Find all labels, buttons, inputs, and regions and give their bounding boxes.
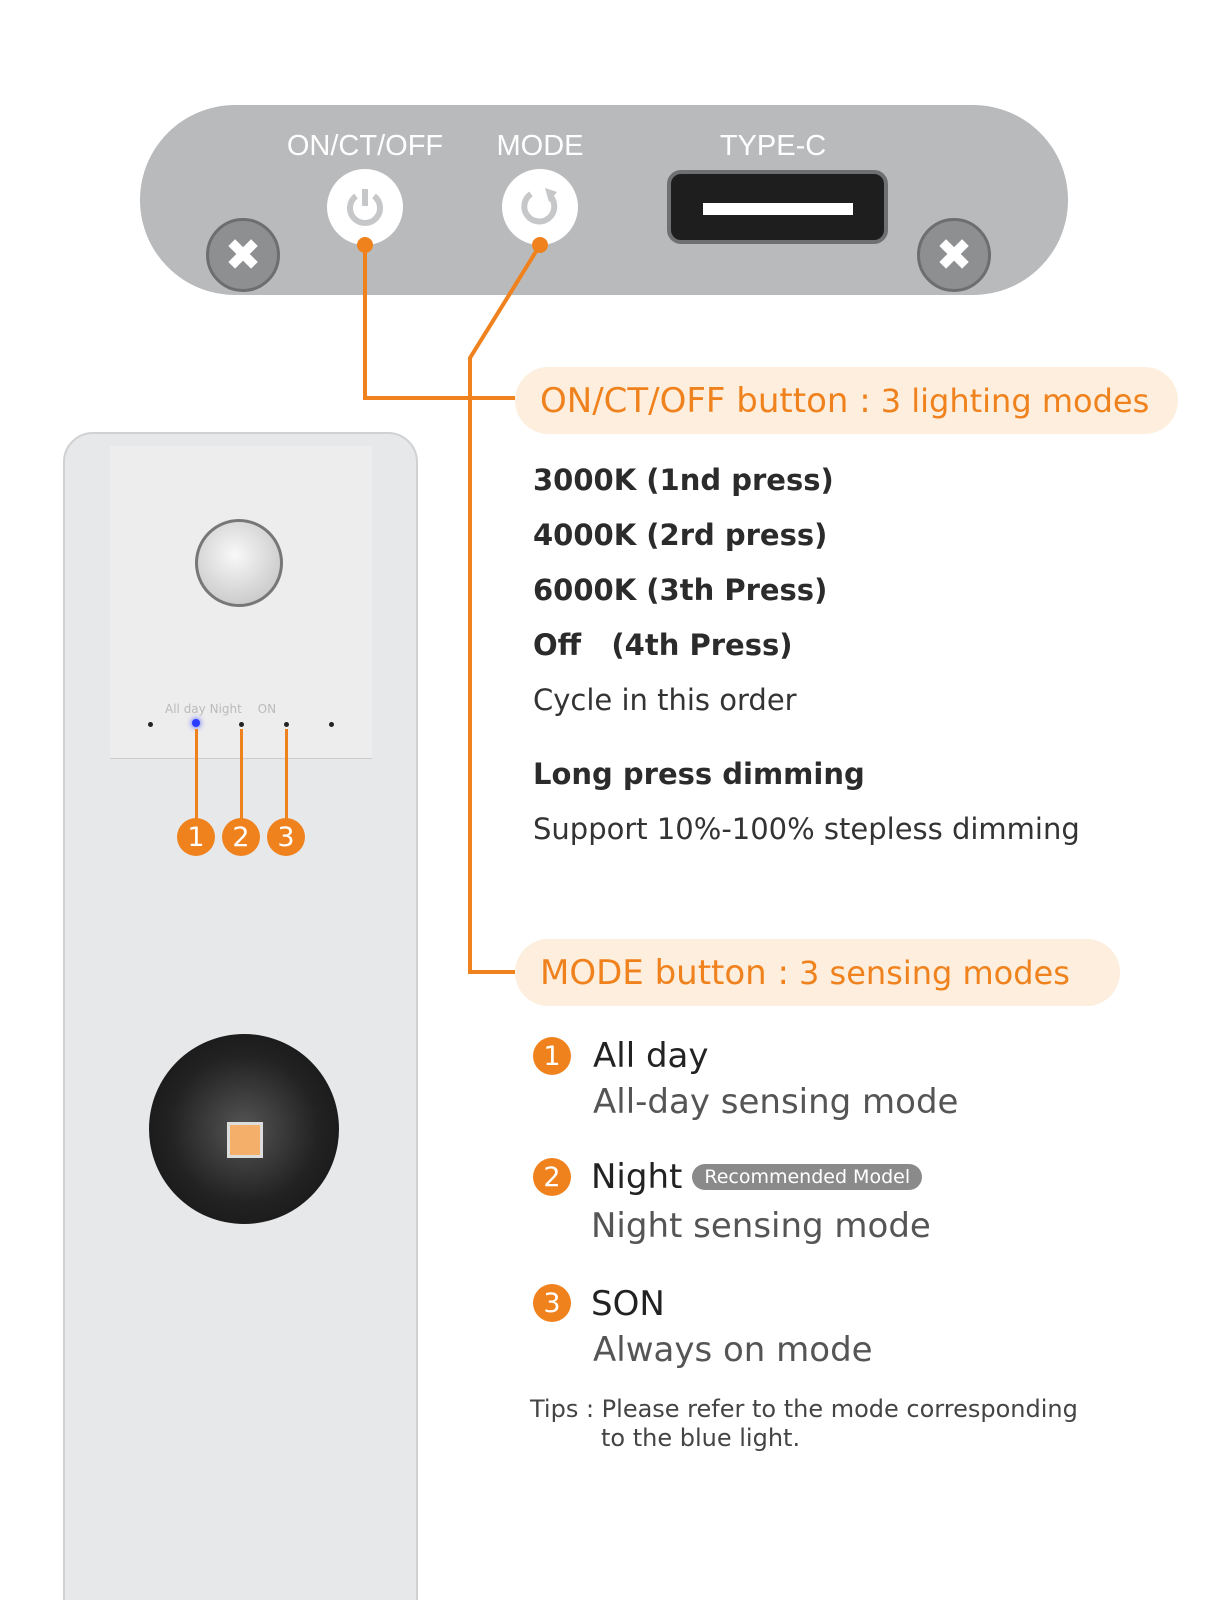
indicator-label: ON xyxy=(257,702,277,716)
on-ct-off-label: ON/CT/OFF xyxy=(286,130,444,162)
number-badge: 2 xyxy=(222,818,260,856)
number-badge: 1 xyxy=(177,818,215,856)
mode-number: 3 xyxy=(533,1284,571,1322)
header-rest: 3 lighting modes xyxy=(880,381,1150,420)
type-c-port xyxy=(667,170,888,244)
mode-desc: Always on mode xyxy=(593,1330,873,1370)
header-strong: ON/CT/OFF button : xyxy=(540,380,871,421)
header-rest: 3 sensing modes xyxy=(798,953,1070,992)
cycle-icon xyxy=(521,188,558,225)
led-lens xyxy=(149,1034,339,1224)
step-4: Off (4th Press) xyxy=(533,628,793,662)
motion-sensor xyxy=(195,519,283,607)
long-press-title: Long press dimming xyxy=(533,757,865,791)
step-2: 4000K (2rd press) xyxy=(533,518,828,552)
mode-button[interactable] xyxy=(502,169,578,245)
long-press-desc: Support 10%-100% stepless dimming xyxy=(533,812,1080,846)
mode-label: MODE xyxy=(496,130,584,162)
screw-icon: ✖ xyxy=(206,218,280,292)
header-strong: MODE button : xyxy=(540,952,789,993)
mode-title: Night xyxy=(591,1157,683,1197)
recommended-badge: Recommended Model xyxy=(692,1164,923,1190)
blue-led xyxy=(192,719,200,727)
mode-number: 2 xyxy=(533,1158,571,1196)
light-device: All day Night ON 1 2 3 xyxy=(63,432,418,1600)
mode-title: All day xyxy=(593,1036,709,1076)
screw-icon: ✖ xyxy=(917,218,991,292)
step-1: 3000K (1nd press) xyxy=(533,463,834,497)
sensing-modes-header: MODE button : 3 sensing modes xyxy=(515,939,1120,1006)
type-c-label: TYPE-C xyxy=(719,130,827,162)
cycle-text: Cycle in this order xyxy=(533,683,797,717)
end-cap-panel xyxy=(140,105,1068,295)
indicator-label: All day xyxy=(165,702,206,716)
mode-title: SON xyxy=(591,1284,665,1324)
tips-line-1: Tips : Please refer to the mode correspo… xyxy=(530,1395,1078,1423)
mode-desc: All-day sensing mode xyxy=(593,1082,959,1122)
mode-desc: Night sensing mode xyxy=(591,1206,931,1246)
mode-number: 1 xyxy=(533,1037,571,1075)
power-icon xyxy=(347,189,383,226)
step-3: 6000K (3th Press) xyxy=(533,573,828,607)
tips-line-2: to the blue light. xyxy=(601,1424,801,1452)
lighting-modes-header: ON/CT/OFF button : 3 lighting modes xyxy=(515,367,1178,434)
indicator-label: Night xyxy=(209,702,242,716)
number-badge: 3 xyxy=(267,818,305,856)
power-button[interactable] xyxy=(327,169,403,245)
